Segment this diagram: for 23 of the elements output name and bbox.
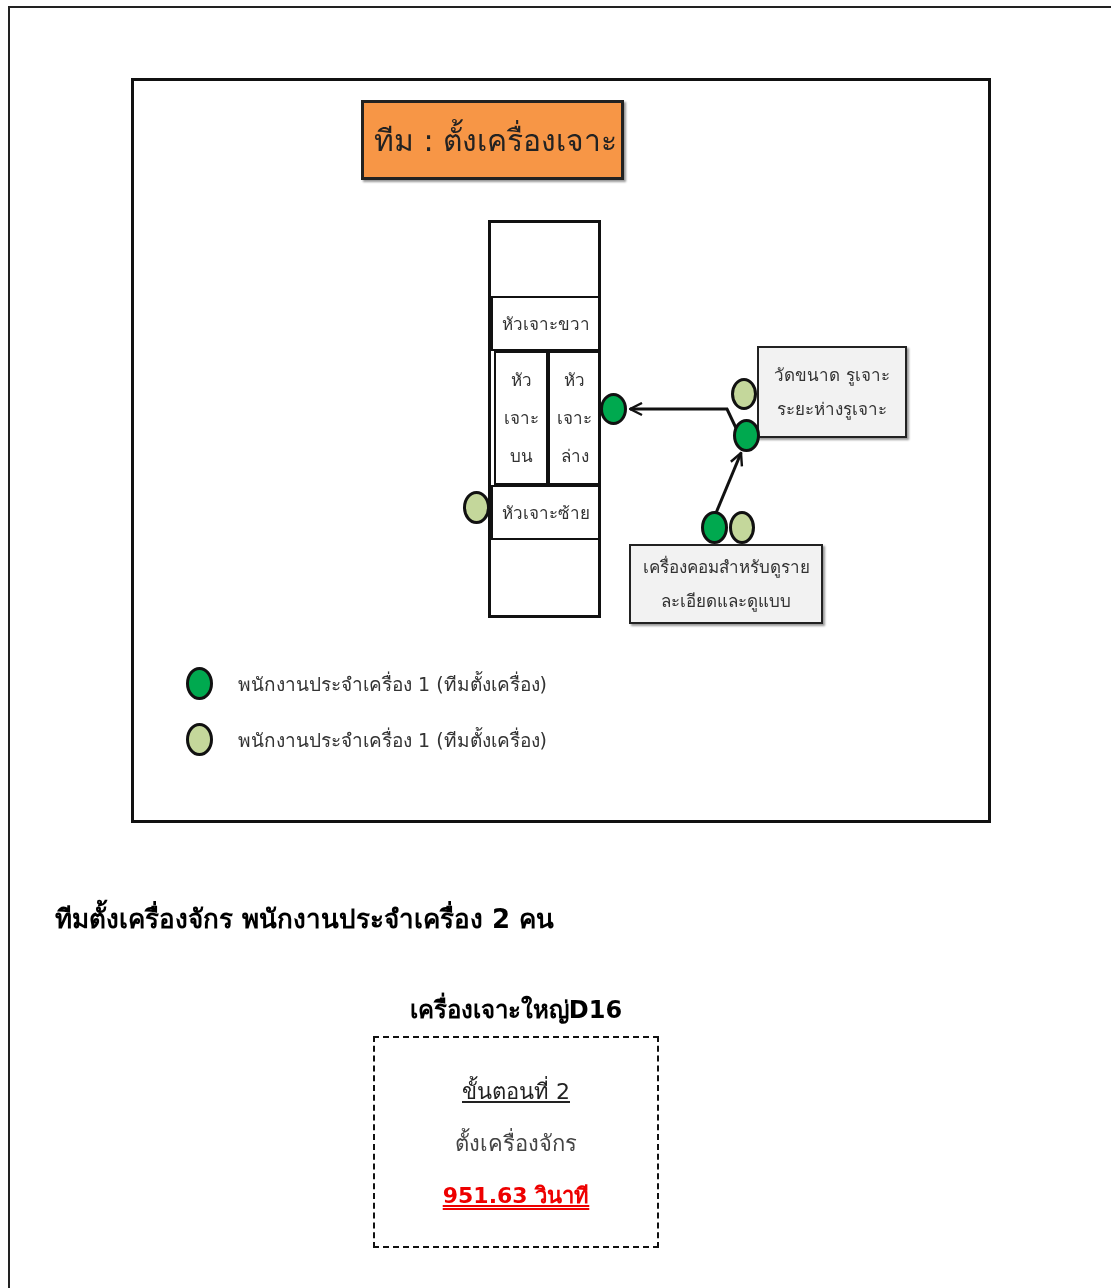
- machine-frame: [488, 220, 601, 618]
- step-duration: 951.63 วินาที: [441, 1182, 591, 1210]
- operator-marker: [731, 378, 757, 410]
- arrow: [628, 401, 738, 429]
- arrow: [714, 451, 744, 514]
- machine-part: หัวเจาะซ้าย: [491, 485, 601, 540]
- step-number: ขั้นตอนที่ 2: [373, 1074, 659, 1109]
- legend-text: พนักงานประจำเครื่อง 1 (ทีมตั้งเครื่อง): [238, 726, 547, 753]
- machine-part: หัวเจาะขวา: [491, 296, 601, 351]
- title-box: ทีม : ตั้งเครื่องเจาะ: [361, 100, 624, 180]
- step-name: ตั้งเครื่องจักร: [373, 1126, 659, 1161]
- station-box: เครื่องคอมสำหรับดูรายละเอียดและดูแบบ: [629, 544, 823, 624]
- caption-text: ทีมตั้งเครื่องจักร พนักงานประจำเครื่อง 2 คน: [55, 898, 555, 939]
- operator-marker: [701, 511, 728, 544]
- operator-marker: [733, 419, 760, 452]
- legend-text: พนักงานประจำเครื่อง 1 (ทีมตั้งเครื่อง): [238, 670, 547, 697]
- operator-marker: [463, 491, 490, 524]
- machine-part: หัวเจาะล่าง: [548, 351, 601, 485]
- operator-marker: [729, 511, 755, 544]
- operator-marker: [600, 393, 627, 425]
- machine-heading: เครื่องเจาะใหญ่D16: [353, 990, 679, 1029]
- machine-part: หัวเจาะบน: [494, 351, 548, 485]
- station-box: วัดขนาด รูเจาะระยะห่างรูเจาะ: [757, 346, 907, 438]
